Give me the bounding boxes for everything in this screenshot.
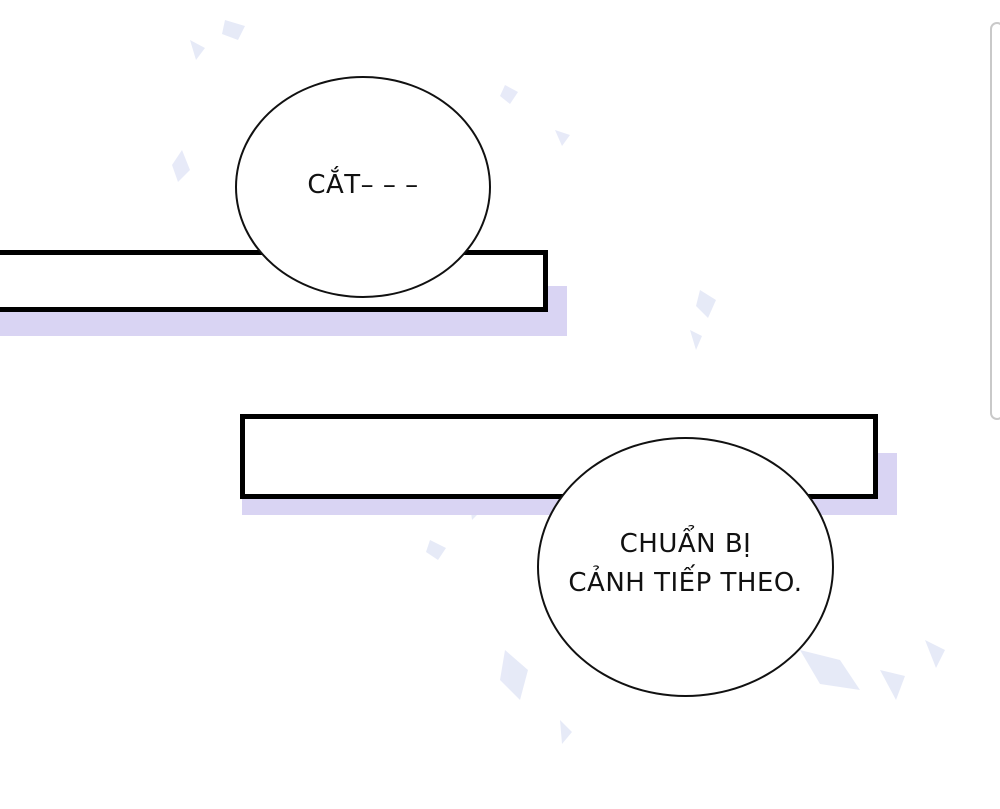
speech-bubble-top: CẮT– – – <box>235 76 491 298</box>
speech-bubble-bottom-text: CHUẨN BỊ CẢNH TIẾP THEO. <box>568 525 802 603</box>
speech-bubble-bottom-line-2: CẢNH TIẾP THEO. <box>568 568 803 598</box>
scrollbar-handle[interactable] <box>990 22 1000 420</box>
speech-bubble-top-text: CẮT– – – <box>307 169 419 200</box>
speech-bubble-bottom: CHUẨN BỊ CẢNH TIẾP THEO. <box>537 437 834 697</box>
speech-bubble-bottom-line-1: CHUẨN BỊ <box>619 529 752 559</box>
